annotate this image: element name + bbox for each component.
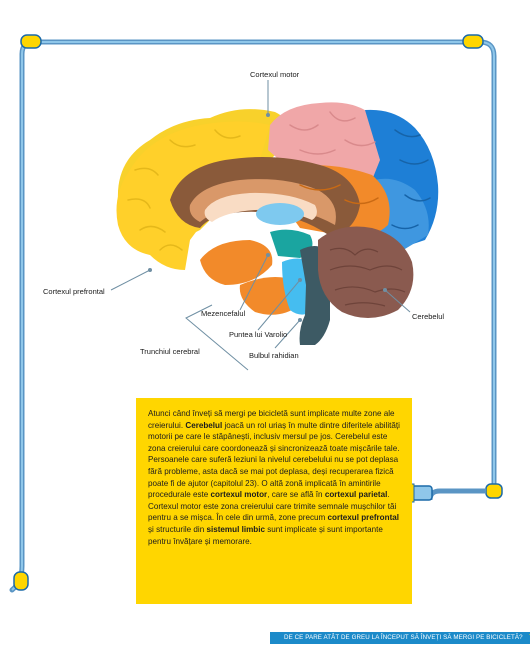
pipe-joint-icon <box>13 571 29 591</box>
label-mezencefal: Mezencefalul <box>201 309 246 318</box>
label-cortex-motor: Cortexul motor <box>250 70 300 79</box>
pipe-joint-icon <box>462 34 484 49</box>
info-textbox: Atunci când înveți să mergi pe bicicletă… <box>136 398 412 604</box>
page-number: 77 <box>529 634 530 641</box>
page-footer: DE CE PARE ATÂT DE GREU LA ÎNCEPUT SĂ ÎN… <box>270 632 530 644</box>
info-paragraph: Atunci când înveți să mergi pe bicicletă… <box>148 409 400 546</box>
label-cortex-prefrontal: Cortexul prefrontal <box>43 287 105 296</box>
label-trunchi: Trunchiul cerebral <box>140 347 200 356</box>
label-bulb: Bulbul rahidian <box>249 351 299 360</box>
label-cerebel: Cerebelul <box>412 312 445 321</box>
footer-title: DE CE PARE ATÂT DE GREU LA ÎNCEPUT SĂ ÎN… <box>284 634 523 641</box>
label-puntea: Puntea lui Varolio <box>229 330 288 339</box>
pipe-joint-icon <box>20 34 42 49</box>
